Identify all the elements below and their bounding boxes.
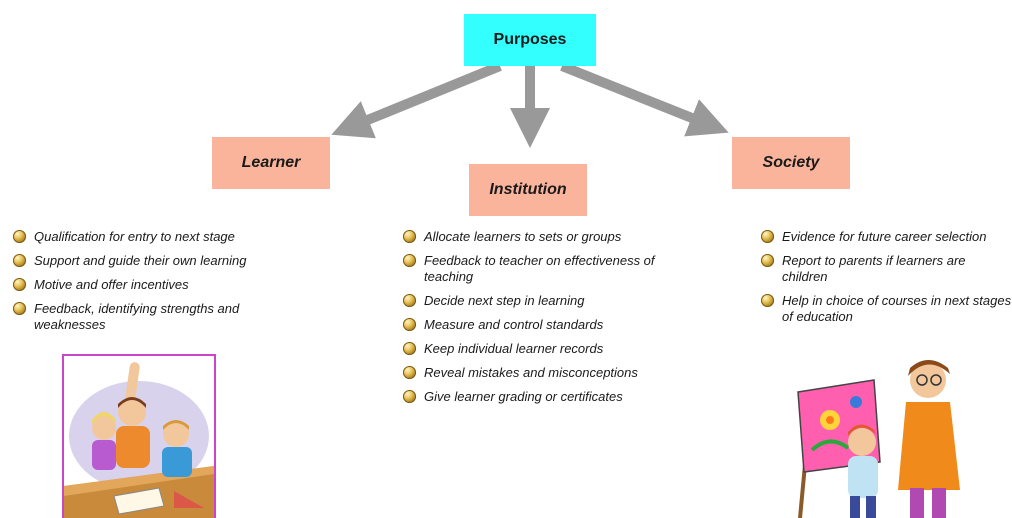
- gold-bullet-icon: [761, 294, 774, 307]
- list-item-text: Allocate learners to sets or groups: [424, 229, 622, 244]
- gold-bullet-icon: [13, 254, 26, 267]
- gold-bullet-icon: [403, 342, 416, 355]
- institution-node: Institution: [469, 164, 587, 216]
- gold-bullet-icon: [761, 254, 774, 267]
- list-item-text: Motive and offer incentives: [34, 277, 189, 292]
- gold-bullet-icon: [403, 230, 416, 243]
- list-item-text: Qualification for entry to next stage: [34, 229, 235, 244]
- list-item: Feedback to teacher on effectiveness of …: [400, 253, 690, 285]
- list-item: Support and guide their own learning: [10, 253, 280, 269]
- arrow-to-learner: [331, 61, 502, 139]
- gold-bullet-icon: [13, 230, 26, 243]
- list-item: Decide next step in learning: [400, 293, 690, 309]
- gold-bullet-icon: [403, 254, 416, 267]
- list-item-text: Support and guide their own learning: [34, 253, 247, 268]
- list-item: Measure and control standards: [400, 317, 690, 333]
- society-node: Society: [732, 137, 850, 189]
- gold-bullet-icon: [403, 366, 416, 379]
- list-item-text: Give learner grading or certificates: [424, 389, 623, 404]
- list-item-text: Feedback to teacher on effectiveness of …: [424, 253, 655, 284]
- list-item-text: Keep individual learner records: [424, 341, 604, 356]
- list-item: Allocate learners to sets or groups: [400, 229, 690, 245]
- list-item-text: Measure and control standards: [424, 317, 604, 332]
- list-item: Reveal mistakes and misconceptions: [400, 365, 690, 381]
- list-item: Keep individual learner records: [400, 341, 690, 357]
- gold-bullet-icon: [403, 294, 416, 307]
- gold-bullet-icon: [761, 230, 774, 243]
- list-item-text: Reveal mistakes and misconceptions: [424, 365, 638, 380]
- arrow-to-society: [560, 61, 729, 137]
- gold-bullet-icon: [13, 302, 26, 315]
- gold-bullet-icon: [403, 318, 416, 331]
- list-item-text: Report to parents if learners are childr…: [782, 253, 966, 284]
- painter-clipart: [790, 350, 974, 518]
- students-clipart: [62, 354, 216, 518]
- list-item: Give learner grading or certificates: [400, 389, 690, 405]
- list-item-text: Help in choice of courses in next stages…: [782, 293, 1012, 324]
- gold-bullet-icon: [403, 390, 416, 403]
- gold-bullet-icon: [13, 278, 26, 291]
- list-item: Help in choice of courses in next stages…: [758, 293, 1012, 325]
- list-item: Motive and offer incentives: [10, 277, 280, 293]
- list-item-text: Feedback, identifying strengths and weak…: [34, 301, 240, 332]
- list-item-text: Decide next step in learning: [424, 293, 585, 308]
- purposes-node: Purposes: [464, 14, 596, 66]
- list-item: Report to parents if learners are childr…: [758, 253, 1012, 285]
- list-item: Feedback, identifying strengths and weak…: [10, 301, 280, 333]
- list-item: Qualification for entry to next stage: [10, 229, 280, 245]
- list-item: Evidence for future career selection: [758, 229, 1012, 245]
- list-item-text: Evidence for future career selection: [782, 229, 987, 244]
- learner-node: Learner: [212, 137, 330, 189]
